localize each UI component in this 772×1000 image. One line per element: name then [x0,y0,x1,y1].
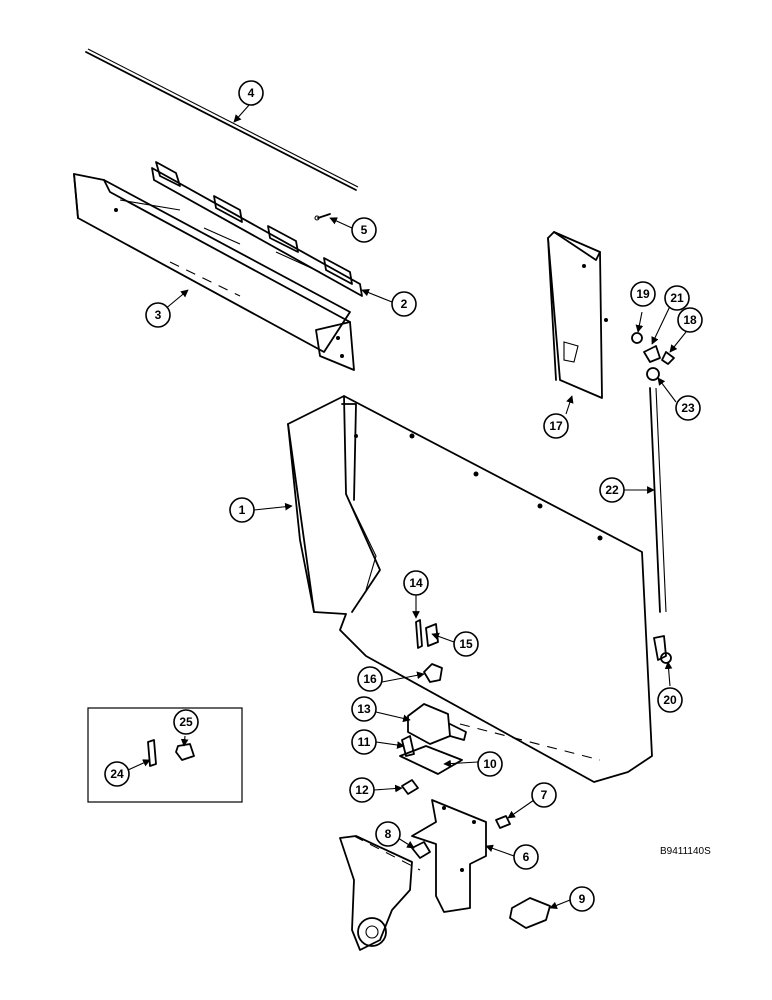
svg-text:23: 23 [681,401,695,415]
callout-18: 18 [677,307,703,333]
svg-text:17: 17 [549,419,563,433]
part-bracket-17 [547,231,608,399]
callout-11: 11 [351,729,377,755]
callout-25: 25 [173,709,199,735]
svg-text:25: 25 [179,715,193,729]
callout-1: 1 [229,497,255,523]
svg-text:10: 10 [483,757,497,771]
svg-text:14: 14 [409,576,423,590]
part-pin-5 [314,213,331,221]
part-block-9 [509,897,551,929]
svg-text:13: 13 [357,702,371,716]
part-plate-10 [399,745,463,775]
hardware-7-8 [411,815,511,859]
callout-4: 4 [238,80,264,106]
svg-text:18: 18 [683,313,697,327]
part-lower-mount [339,835,421,951]
callout-19: 19 [630,281,656,307]
callout-2: 2 [391,291,417,317]
svg-text:4: 4 [248,86,255,100]
svg-text:19: 19 [636,287,650,301]
part-channel-3 [73,173,355,371]
callout-14: 14 [403,570,429,596]
callout-8: 8 [375,821,401,847]
hardware-bolts-11-12 [401,735,419,795]
svg-text:6: 6 [523,850,530,864]
svg-text:11: 11 [358,735,371,749]
callout-9: 9 [569,886,595,912]
svg-text:22: 22 [605,483,619,497]
callout-10: 10 [477,751,503,777]
hardware-top-right [631,332,675,381]
leader-lines [127,103,687,910]
callout-6: 6 [513,844,539,870]
callout-22: 22 [599,477,625,503]
callout-13: 13 [351,696,377,722]
callout-16: 16 [357,666,383,692]
drawing-code-label: B9411140S [660,846,711,857]
svg-text:7: 7 [541,788,548,802]
part-threaded-rod-22 [649,387,667,613]
svg-text:12: 12 [355,783,369,797]
svg-text:20: 20 [663,693,677,707]
part-bracket-6 [411,799,487,913]
callout-12: 12 [349,777,375,803]
svg-text:3: 3 [155,308,162,322]
callout-15: 15 [453,631,479,657]
callout-23: 23 [675,395,701,421]
callout-20: 20 [657,687,683,713]
svg-text:9: 9 [579,892,586,906]
svg-text:16: 16 [363,672,377,686]
part-shield-1 [287,395,653,783]
svg-text:8: 8 [385,827,392,841]
svg-text:24: 24 [110,767,124,781]
callout-3: 3 [145,302,171,328]
inset-box [87,707,243,803]
svg-text:15: 15 [459,637,473,651]
svg-text:1: 1 [239,503,246,517]
part-rod-4 [85,48,359,191]
svg-text:2: 2 [401,297,408,311]
callout-17: 17 [543,413,569,439]
svg-text:21: 21 [670,291,684,305]
callout-7: 7 [531,782,557,808]
svg-text:5: 5 [361,223,368,237]
callout-5: 5 [351,217,377,243]
part-hinge-block-13 [407,703,467,745]
part-rod-end-20 [653,635,672,664]
callout-21: 21 [664,285,690,311]
callout-24: 24 [104,761,130,787]
hardware-mid [415,619,443,683]
